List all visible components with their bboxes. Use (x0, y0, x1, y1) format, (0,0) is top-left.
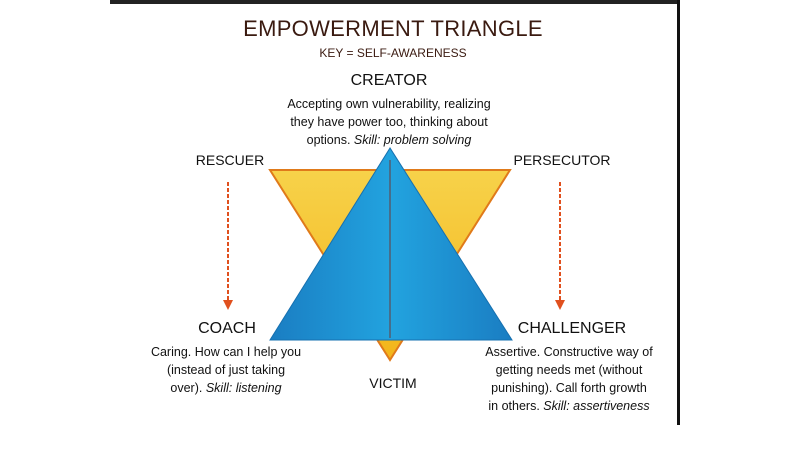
desc-line: Accepting own vulnerability, realizing (287, 97, 491, 111)
empowerment-triangle (269, 147, 513, 341)
coach-description: Caring. How can I help you (instead of j… (151, 343, 301, 397)
desc-line: punishing). Call forth growth (491, 381, 647, 395)
creator-description: Accepting own vulnerability, realizing t… (287, 95, 490, 149)
victim-label: VICTIM (369, 375, 417, 391)
slide-border (677, 0, 680, 425)
desc-line: getting needs met (without (495, 363, 643, 377)
rescuer-label: RESCUER (195, 152, 265, 168)
coach-skill: Skill: listening (205, 381, 282, 395)
challenger-label: CHALLENGER (517, 320, 627, 337)
desc-line: in others. (488, 399, 544, 413)
persecutor-label: PERSECUTOR (513, 152, 611, 168)
desc-line: Assertive. Constructive way of (485, 345, 653, 359)
desc-line: Caring. How can I help you (150, 345, 302, 359)
creator-label: CREATOR (350, 72, 428, 89)
desc-line: options. (306, 133, 354, 147)
subtitle: KEY = SELF-AWARENESS (319, 46, 467, 60)
desc-line: (instead of just taking (166, 363, 286, 377)
top-bar (110, 0, 680, 4)
desc-line: over). (170, 381, 206, 395)
page-title: EMPOWERMENT TRIANGLE (243, 16, 543, 41)
coach-label: COACH (198, 320, 256, 337)
persecutor-to-challenger-arrow (555, 182, 565, 310)
challenger-skill: Skill: assertiveness (543, 399, 650, 413)
desc-line: they have power too, thinking about (290, 115, 488, 129)
creator-skill: Skill: problem solving (353, 133, 472, 147)
challenger-description: Assertive. Constructive way of getting n… (485, 343, 652, 415)
rescuer-to-coach-arrow (223, 182, 233, 310)
